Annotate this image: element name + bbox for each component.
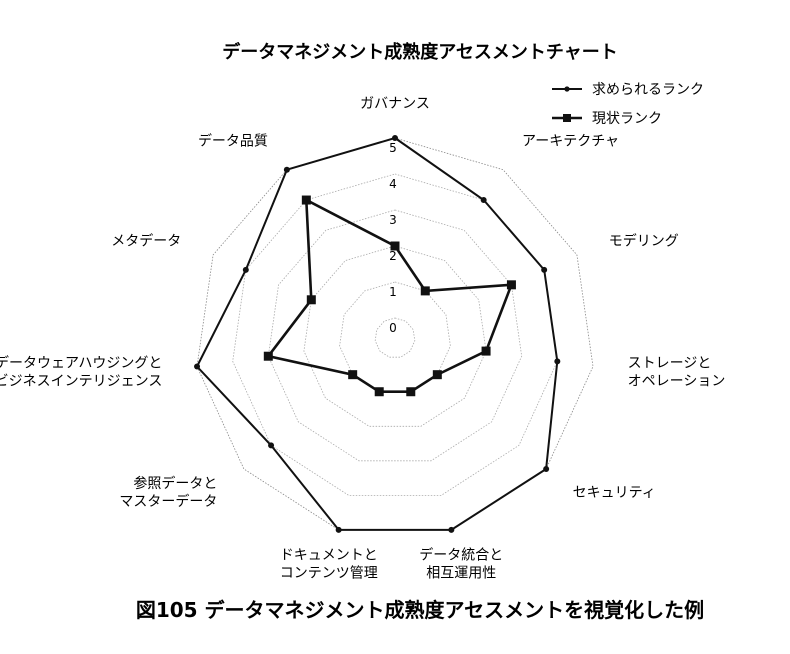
data-point — [432, 370, 442, 380]
ring-label-3: 3 — [389, 213, 397, 227]
category-labels: ガバナンスアーキテクチャモデリングストレージとオペレーションセキュリティデータ統… — [0, 96, 725, 581]
category-label-1: アーキテクチャ — [522, 133, 619, 149]
category-label-line: データ品質 — [198, 132, 268, 149]
category-label-line: ストレージと — [628, 355, 712, 371]
series-required-rank — [194, 135, 561, 533]
category-label-line: ドキュメントと — [280, 547, 378, 563]
data-point — [392, 135, 398, 141]
data-point — [543, 465, 550, 472]
data-point — [301, 195, 311, 205]
category-label-3: ストレージとオペレーション — [628, 355, 726, 389]
legend-label-required: 求められるランク — [592, 82, 704, 98]
grid-ring-3 — [267, 209, 523, 462]
legend-marker-circle — [564, 86, 570, 92]
category-label-5: データ統合と相互運用性 — [419, 546, 503, 581]
category-label-4: セキュリティ — [573, 485, 656, 501]
grid-ring-5 — [196, 137, 594, 531]
series-layer — [194, 135, 561, 533]
category-label-line: モデリング — [609, 232, 679, 249]
data-point — [448, 526, 455, 533]
category-label-7: 参照データとマスターデータ — [119, 475, 217, 510]
category-label-line: 相互運用性 — [426, 565, 496, 581]
data-point — [335, 526, 342, 533]
series-line — [266, 197, 514, 394]
data-point — [541, 266, 548, 273]
chart-title: データマネジメント成熟度アセスメントチャート — [222, 41, 617, 63]
legend-marker-square — [563, 114, 571, 122]
radar-grid — [196, 137, 594, 531]
data-point — [268, 442, 275, 449]
category-label-line: データウェアハウジングと — [0, 354, 162, 371]
data-point — [554, 358, 561, 365]
grid-ring-0 — [374, 317, 416, 358]
category-label-line: コンテンツ管理 — [280, 565, 378, 581]
category-label-line: ガバナンス — [360, 96, 430, 112]
ring-label-4: 4 — [389, 177, 397, 191]
category-label-8: データウェアハウジングとビジネスインテリジェンス — [0, 354, 162, 389]
category-label-9: メタデータ — [111, 232, 181, 249]
category-label-line: アーキテクチャ — [522, 133, 619, 149]
data-point — [263, 351, 273, 361]
grid-ring-2 — [303, 245, 487, 427]
category-label-line: データ統合と — [419, 546, 503, 563]
category-label-line: ビジネスインテリジェンス — [0, 373, 162, 389]
ring-label-2: 2 — [389, 249, 397, 263]
data-point — [306, 295, 316, 305]
data-point — [390, 241, 400, 251]
category-label-line: オペレーション — [628, 373, 726, 389]
category-label-10: データ品質 — [198, 132, 268, 149]
series-current-rank — [263, 195, 516, 397]
category-label-6: ドキュメントとコンテンツ管理 — [280, 547, 378, 581]
ring-labels: 0 1 2 3 4 5 — [389, 141, 397, 335]
category-label-2: モデリング — [609, 232, 679, 249]
legend-label-current: 現状ランク — [592, 111, 662, 127]
ring-label-0: 0 — [389, 321, 397, 335]
category-label-line: 参照データと — [133, 475, 217, 492]
data-point — [194, 363, 201, 370]
grid-ring-1 — [339, 281, 451, 393]
category-label-line: セキュリティ — [573, 485, 656, 501]
data-point — [283, 166, 290, 173]
data-point — [348, 370, 358, 380]
legend: 求められるランク 現状ランク — [552, 82, 704, 127]
data-point — [406, 387, 416, 397]
data-point — [481, 346, 491, 356]
ring-label-5: 5 — [389, 141, 397, 155]
data-point — [242, 266, 249, 273]
data-point — [480, 197, 487, 204]
category-label-0: ガバナンス — [360, 96, 430, 112]
category-label-line: マスターデータ — [119, 493, 217, 510]
legend-item-current: 現状ランク — [552, 111, 662, 127]
legend-item-required: 求められるランク — [552, 82, 704, 98]
figure-caption: 図105 データマネジメント成熟度アセスメントを視覚化した例 — [136, 598, 704, 622]
category-label-line: メタデータ — [111, 232, 181, 249]
data-point — [420, 286, 430, 296]
ring-label-1: 1 — [389, 285, 397, 299]
data-point — [506, 280, 516, 290]
series-line — [195, 136, 559, 531]
data-point — [374, 387, 384, 397]
